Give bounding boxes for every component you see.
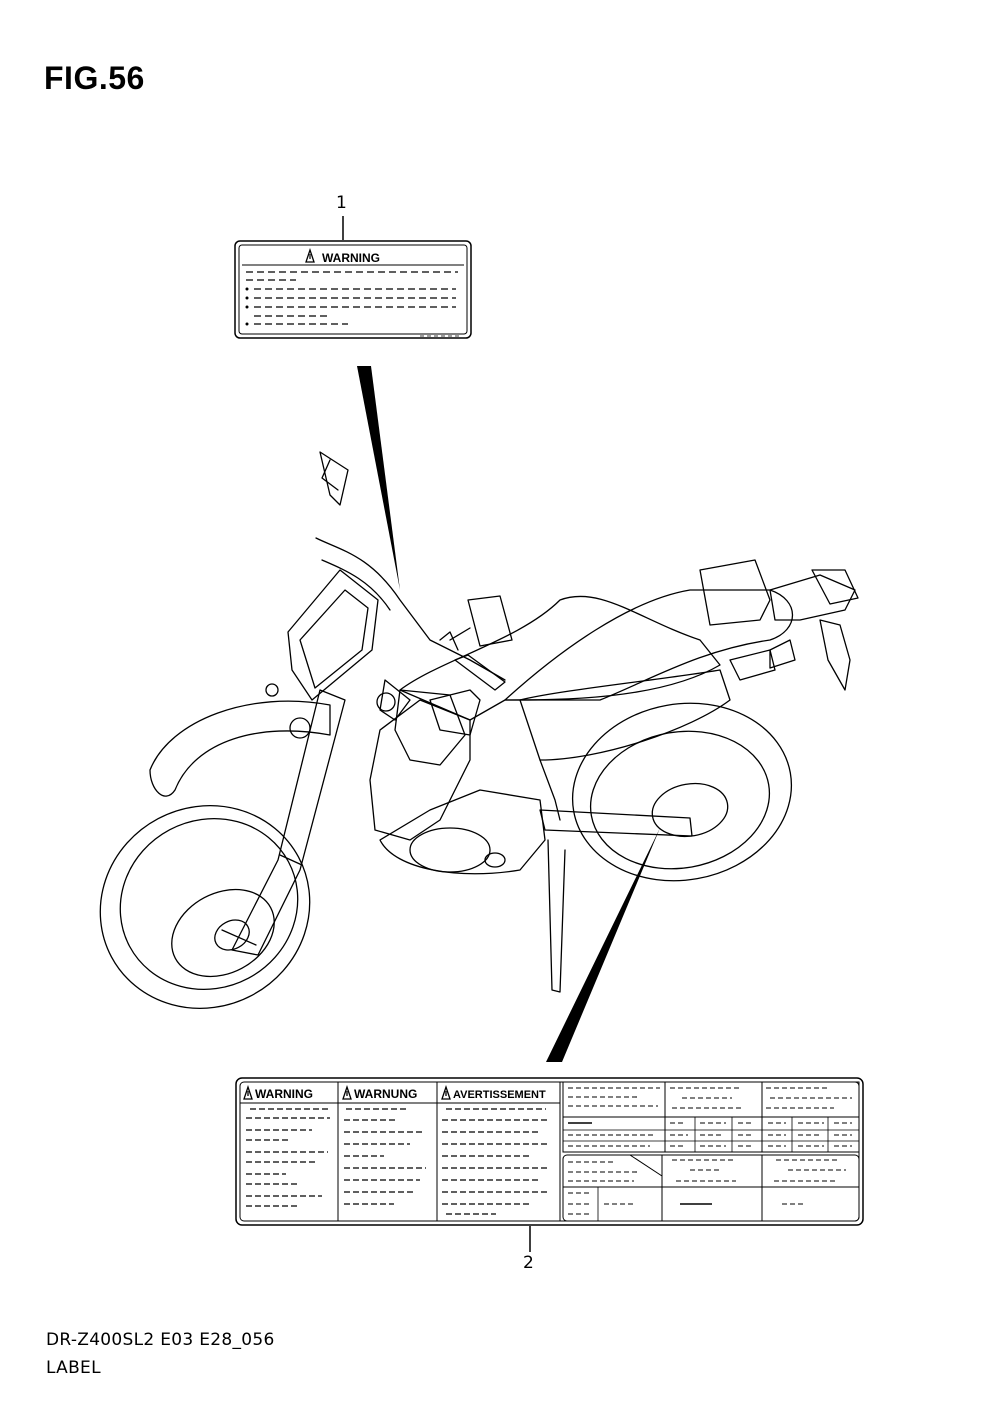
label-2-header-english: WARNING — [255, 1087, 313, 1101]
section-name: LABEL — [46, 1358, 101, 1378]
label-2-pointer — [546, 828, 660, 1062]
warning-triangle-icon — [305, 247, 315, 263]
callout-number-2: 2 — [523, 1253, 534, 1273]
figure-title: FIG.56 — [44, 60, 145, 96]
warning-triangle-icon — [441, 1084, 451, 1100]
label-1-header: WARNING — [322, 251, 380, 265]
warning-label-2 — [235, 1077, 864, 1226]
model-code: DR-Z400SL2 E03 E28_056 — [46, 1330, 275, 1350]
callout-number-1: 1 — [336, 193, 347, 213]
motorcycle-drawing — [99, 451, 859, 1010]
warning-triangle-icon — [243, 1084, 253, 1100]
label-1-pointer — [357, 366, 400, 590]
label-2-header-french: AVERTISSEMENT — [453, 1089, 546, 1101]
label-2-header-german: WARNUNG — [354, 1087, 417, 1101]
warning-label-1: WARNING — [234, 240, 472, 339]
warning-triangle-icon — [342, 1084, 352, 1100]
